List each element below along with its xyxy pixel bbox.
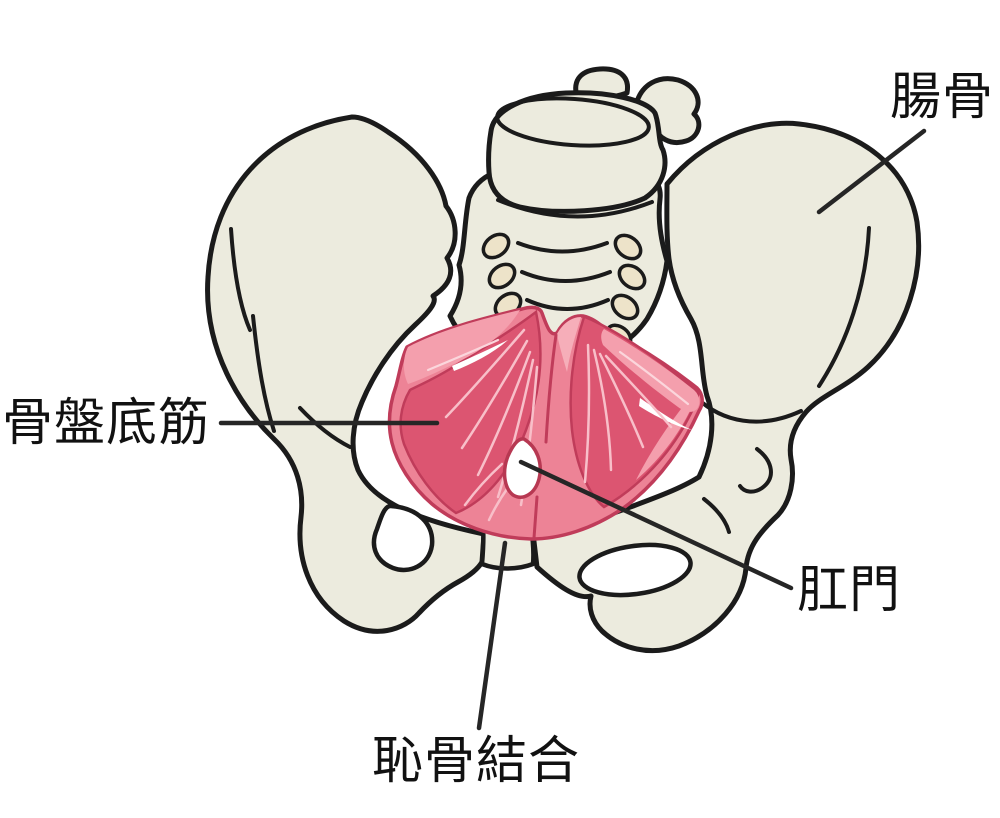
obturator-foramina [371, 503, 693, 598]
leader-line-pubic-symphysis [476, 540, 508, 731]
l5-vertebra [486, 66, 702, 214]
anus-opening [502, 437, 542, 499]
bone-crease-lines [229, 226, 871, 534]
hip-bones [205, 114, 922, 654]
leader-lines [218, 128, 927, 731]
leader-line-anus [518, 459, 794, 591]
label-ilium: 腸骨 [890, 68, 995, 127]
right-hip-bone [530, 120, 922, 654]
sacral-foramina [481, 232, 647, 349]
leader-line-ilium [816, 128, 927, 215]
right-obturator-foramen [577, 542, 693, 598]
l5-body [486, 90, 668, 214]
l5-top-face [495, 96, 651, 148]
label-anus: 肛門 [797, 561, 902, 620]
left-hip-bone [205, 114, 487, 634]
label-pubic-symphysis: 恥骨結合 [372, 732, 581, 791]
left-obturator-foramen [371, 503, 435, 573]
pelvic-floor-muscle [387, 305, 704, 541]
muscle-right-bundle [569, 315, 700, 509]
label-pelvic-floor: 骨盤底筋 [2, 394, 211, 453]
